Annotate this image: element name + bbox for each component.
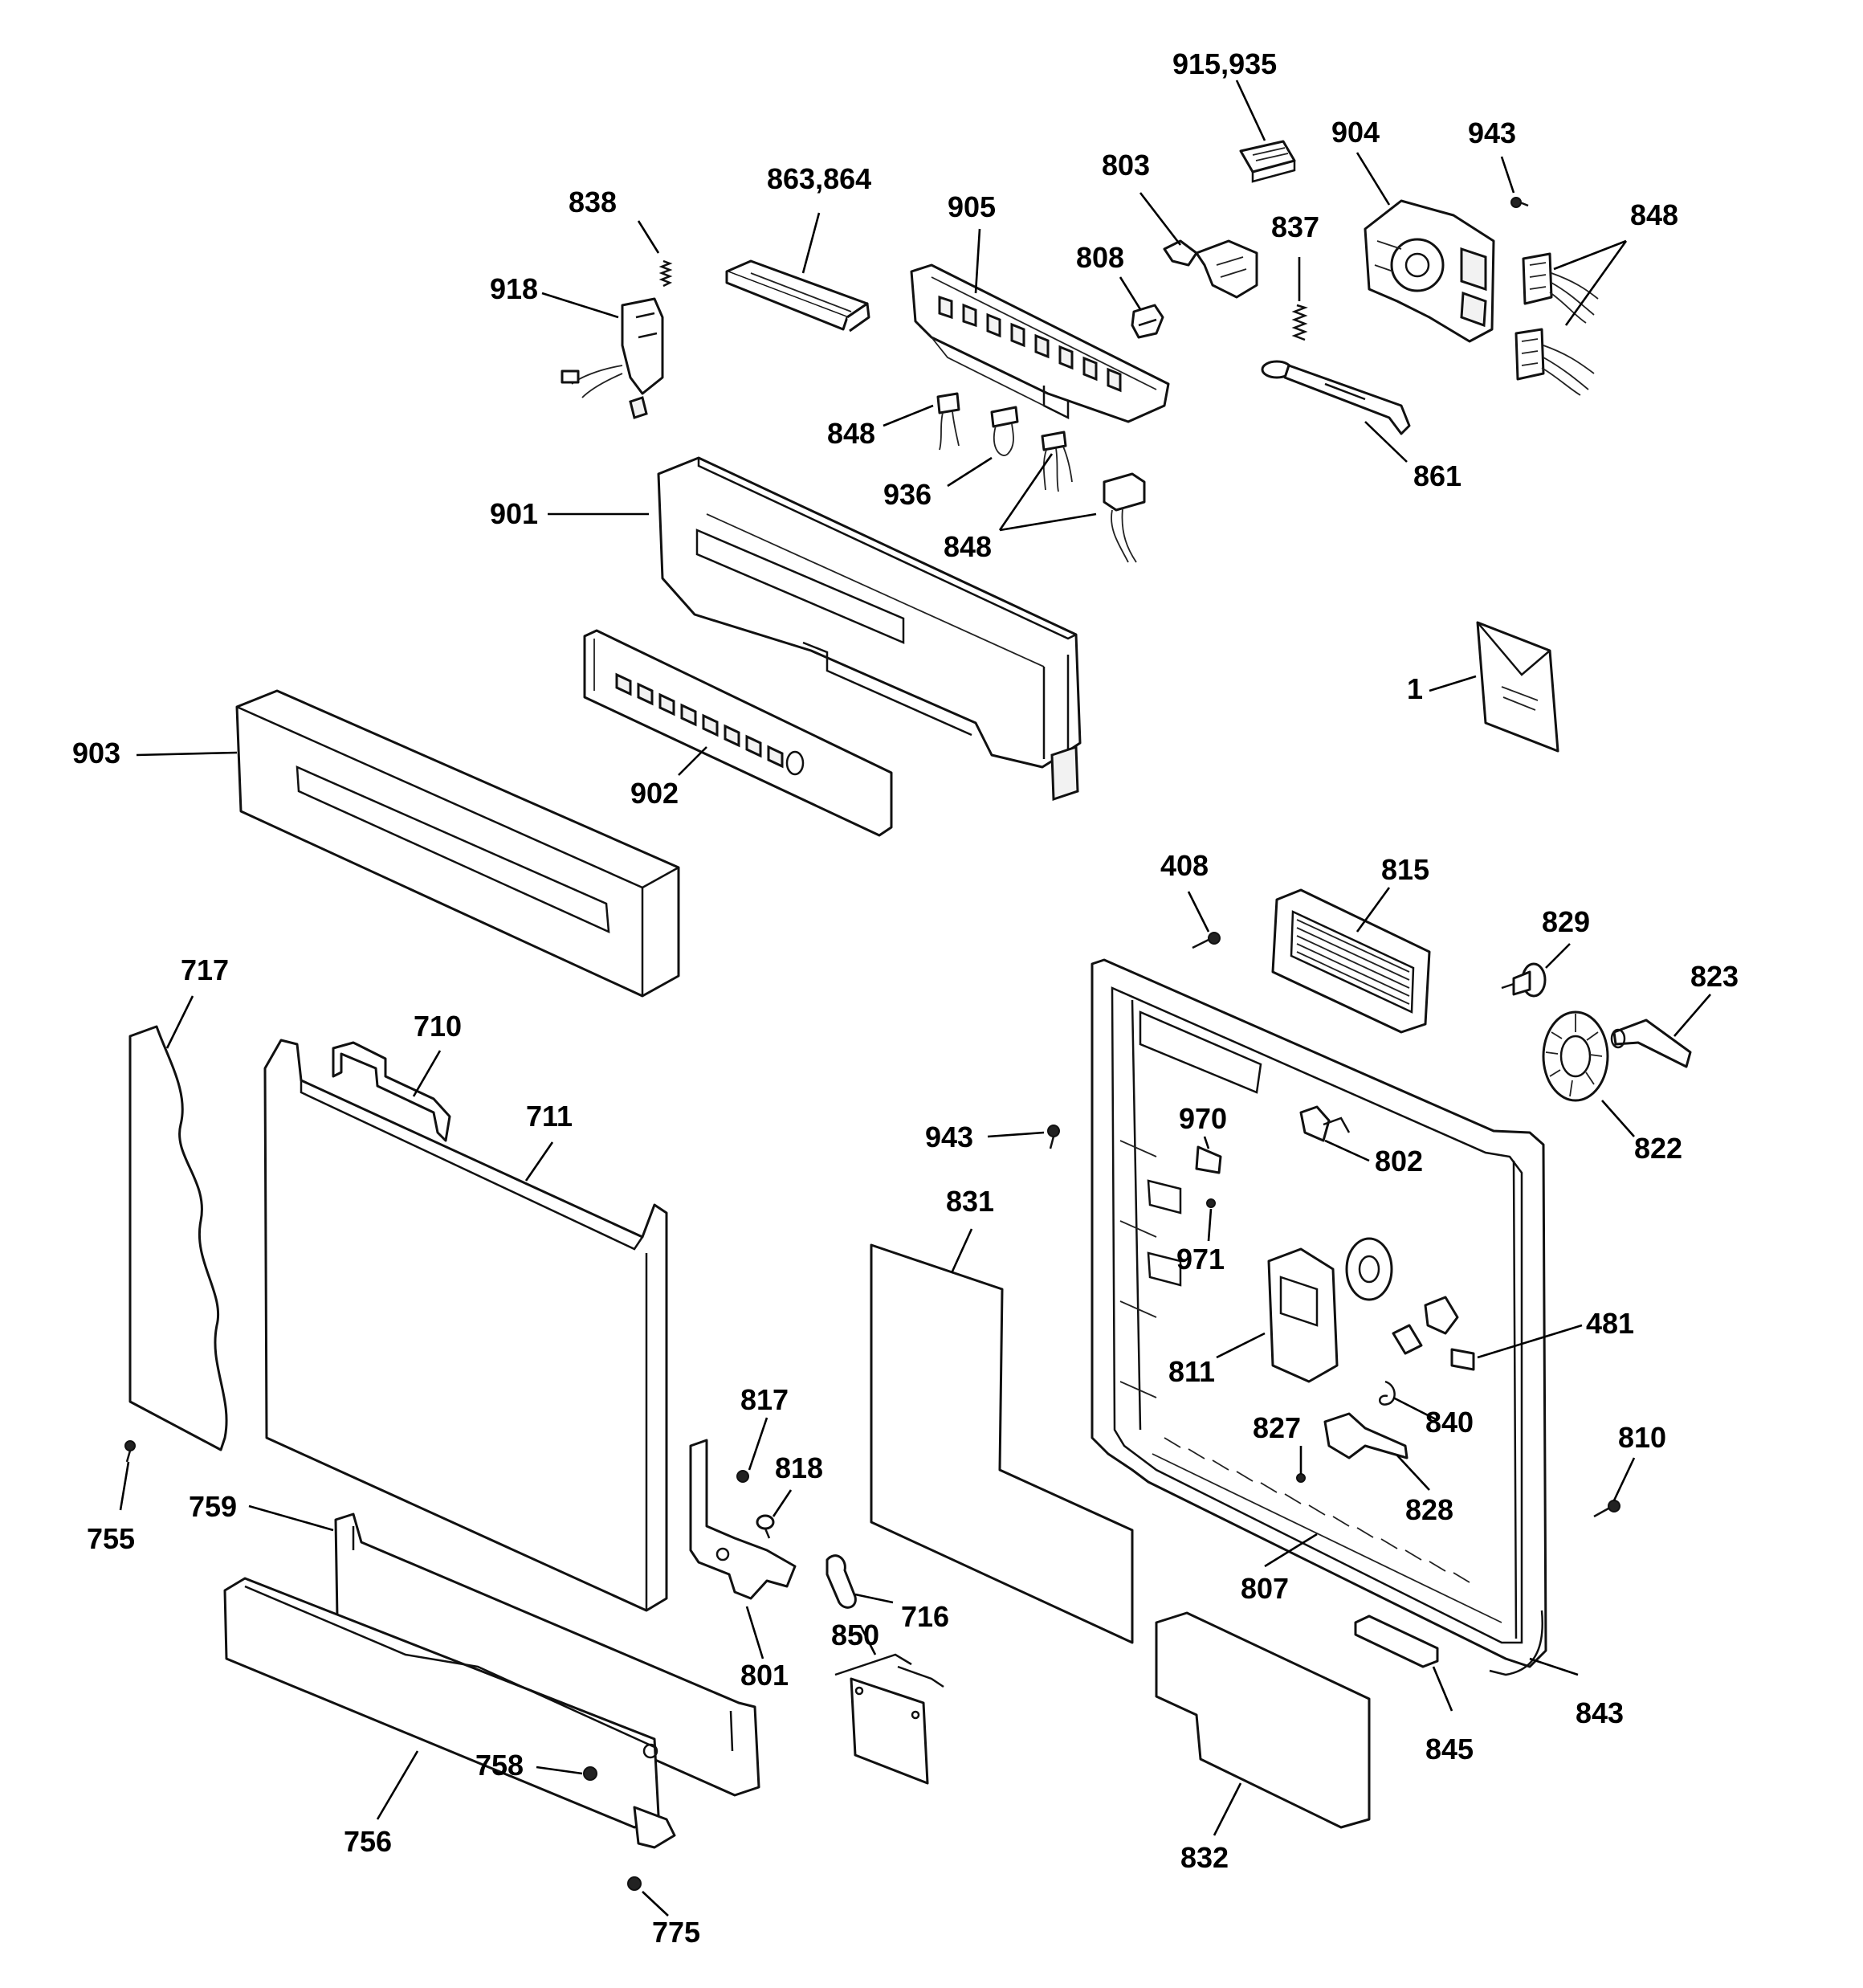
callout-904: 904 — [1331, 116, 1380, 149]
callout-716: 716 — [901, 1600, 949, 1633]
part-815-vent — [1271, 888, 1431, 1034]
callout-481: 481 — [1586, 1307, 1634, 1340]
callout-915-935: 915,935 — [1172, 47, 1277, 80]
leader-lines — [119, 80, 1711, 1917]
callout-811: 811 — [1168, 1355, 1215, 1388]
callout-901: 901 — [490, 497, 538, 530]
callout-818: 818 — [775, 1451, 823, 1484]
part-863-864-channel — [725, 259, 870, 333]
part-902-touchpad — [583, 629, 893, 837]
part-803-latch — [1163, 239, 1258, 299]
part-717-side-trim — [128, 1025, 228, 1451]
part-775-screw — [627, 1876, 642, 1891]
part-758-screw — [583, 1766, 597, 1781]
part-823-handle — [1610, 1018, 1692, 1068]
callout-905: 905 — [948, 190, 996, 223]
part-711-door-panel — [263, 1039, 668, 1612]
callout-808: 808 — [1076, 241, 1124, 274]
part-915-935-clip — [1239, 140, 1296, 183]
part-829-knob — [1501, 962, 1547, 998]
callout-815: 815 — [1381, 853, 1429, 886]
part-756-toe-kick — [223, 1577, 676, 1849]
callout-827: 827 — [1253, 1411, 1301, 1444]
callout-970: 970 — [1179, 1102, 1227, 1135]
part-710-bracket — [332, 1041, 451, 1142]
part-845-strip — [1354, 1614, 1439, 1668]
part-408-screw — [1192, 932, 1221, 949]
part-755-screw — [124, 1440, 136, 1463]
part-807-inner-door — [1090, 958, 1547, 1668]
part-838-spring — [658, 259, 673, 288]
callout-863-864: 863,864 — [767, 162, 871, 195]
callout-943-mid: 943 — [925, 1121, 973, 1153]
callout-1: 1 — [1407, 672, 1423, 705]
callout-755: 755 — [87, 1522, 135, 1555]
callout-829: 829 — [1542, 905, 1590, 938]
callout-943-top: 943 — [1468, 116, 1516, 149]
callout-837: 837 — [1271, 210, 1319, 243]
part-901-console — [657, 456, 1082, 802]
part-801-hinge — [689, 1439, 797, 1600]
callout-711: 711 — [526, 1100, 573, 1133]
callout-861: 861 — [1413, 459, 1461, 492]
part-1-literature — [1476, 621, 1559, 753]
callout-848-right: 848 — [1630, 198, 1678, 231]
callout-810: 810 — [1618, 1421, 1666, 1454]
callout-801: 801 — [740, 1659, 789, 1692]
part-848-connectors-right — [1514, 252, 1599, 396]
callout-803: 803 — [1102, 149, 1150, 182]
callout-710: 710 — [414, 1010, 462, 1043]
callout-756: 756 — [344, 1825, 392, 1858]
callout-828: 828 — [1405, 1493, 1453, 1526]
part-837-spring — [1291, 304, 1308, 341]
callout-831: 831 — [946, 1185, 994, 1218]
callout-918: 918 — [490, 272, 538, 305]
part-810-screw — [1593, 1500, 1620, 1518]
callout-758: 758 — [475, 1749, 524, 1782]
part-818-bolt — [756, 1514, 775, 1539]
part-850-plate — [834, 1653, 944, 1785]
callout-408: 408 — [1160, 849, 1209, 882]
callout-823: 823 — [1690, 960, 1739, 993]
callout-775: 775 — [652, 1916, 700, 1949]
part-905-control-housing — [910, 263, 1170, 423]
callout-840: 840 — [1425, 1406, 1474, 1439]
callout-903: 903 — [72, 737, 120, 769]
part-904-timer — [1364, 199, 1495, 343]
callout-817: 817 — [740, 1383, 789, 1416]
callout-759: 759 — [189, 1490, 237, 1523]
callout-850: 850 — [831, 1619, 879, 1651]
callout-labels: 915,935 904 943 848 803 837 863,864 905 … — [72, 47, 1739, 1949]
part-918-switch — [561, 297, 664, 419]
callout-822: 822 — [1634, 1132, 1682, 1165]
part-861-actuator — [1261, 360, 1411, 435]
part-832-panel — [1155, 1611, 1371, 1829]
part-848-wire-bundles — [936, 392, 1146, 563]
part-716-link — [826, 1554, 857, 1609]
callout-936: 936 — [883, 478, 932, 511]
callout-832: 832 — [1180, 1841, 1229, 1874]
part-903-front-panel — [235, 689, 680, 998]
callout-802: 802 — [1375, 1145, 1423, 1178]
callout-838: 838 — [569, 186, 617, 218]
part-943-screw-top — [1510, 197, 1529, 208]
part-831-insulation — [870, 1243, 1134, 1644]
callout-845: 845 — [1425, 1733, 1474, 1766]
callout-902: 902 — [630, 777, 679, 810]
callout-848-b: 848 — [944, 530, 992, 563]
part-943-screw-mid — [1047, 1125, 1060, 1149]
part-817-screw — [736, 1470, 749, 1483]
callout-971: 971 — [1176, 1243, 1225, 1276]
callout-843: 843 — [1576, 1696, 1624, 1729]
callout-717: 717 — [181, 953, 229, 986]
callout-848-a: 848 — [827, 417, 875, 450]
part-822-dial — [1542, 1010, 1609, 1102]
part-808-clip — [1131, 304, 1164, 339]
callout-807: 807 — [1241, 1572, 1289, 1605]
